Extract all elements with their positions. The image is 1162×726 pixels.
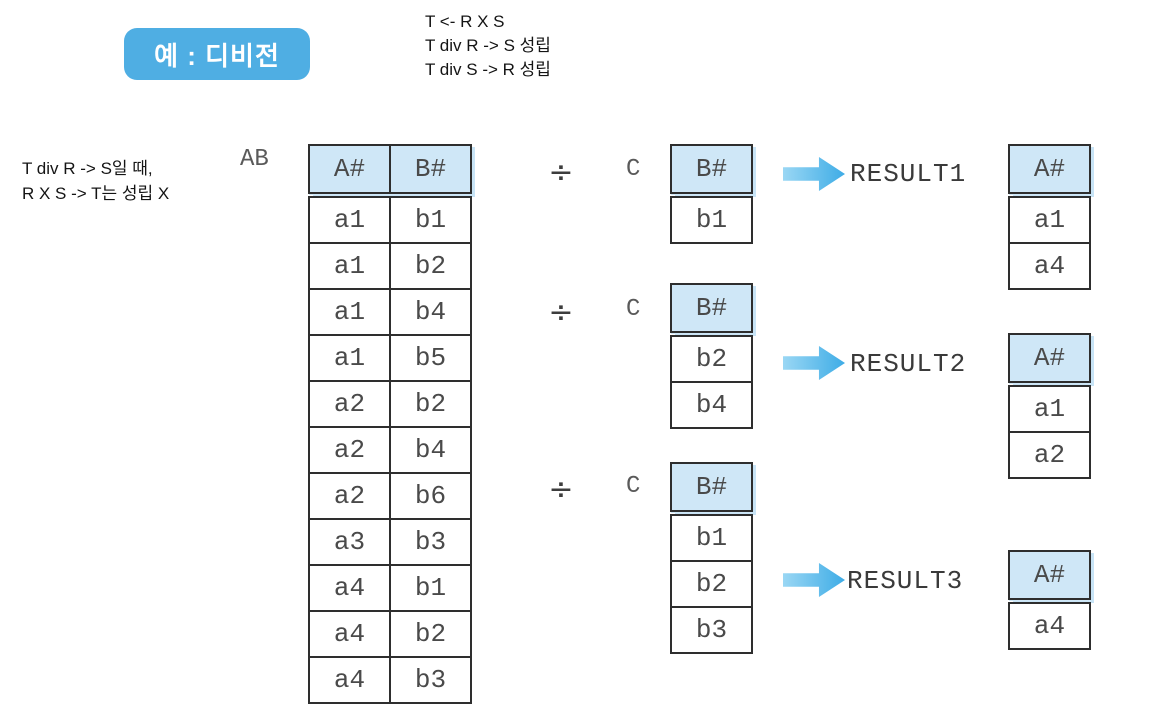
table-cell: a1 — [1008, 194, 1091, 244]
arrow-right-icon — [783, 346, 845, 380]
column-header-b: B# — [670, 462, 753, 516]
table-cell: a1 — [308, 288, 391, 336]
table-cell: a2 — [308, 380, 391, 428]
table-row: a4 — [1008, 242, 1091, 290]
table-cell: a4 — [308, 610, 391, 658]
table-cell: b5 — [389, 334, 472, 382]
result-label-3: RESULT3 — [847, 566, 964, 596]
table-cell: b2 — [670, 333, 753, 383]
table-header-row: A# — [1008, 550, 1091, 604]
note-line-1: T div R -> S일 때, — [22, 159, 153, 178]
table-header-row: B# — [670, 283, 753, 337]
table-cell: a4 — [1008, 600, 1091, 650]
table-cell: a1 — [308, 334, 391, 382]
table-cell: a4 — [308, 564, 391, 612]
table-cell: b3 — [389, 656, 472, 704]
table-cell: b2 — [670, 560, 753, 608]
table-cell: b3 — [389, 518, 472, 566]
divide-operator-3: ÷ — [548, 472, 574, 507]
table-row: a4 — [1008, 600, 1091, 650]
formula-line-2: T div R -> S 성립 — [425, 36, 551, 55]
table-cell: b6 — [389, 472, 472, 520]
relation-label-ab: AB — [240, 146, 269, 173]
column-header-a: A# — [1008, 144, 1091, 198]
arrow-right-icon — [783, 157, 845, 191]
table-cell: b4 — [670, 381, 753, 429]
table-row: a1 — [1008, 383, 1091, 433]
formula-line-3: T div S -> R 성립 — [425, 60, 551, 79]
table-cell: b3 — [670, 606, 753, 654]
result-table-1: A# a1 a4 — [1008, 144, 1091, 290]
column-header-a: A# — [308, 144, 391, 198]
table-header-row: B# — [670, 462, 753, 516]
relation-table-c1: B# b1 — [670, 144, 753, 244]
relation-label-c2: C — [626, 296, 641, 323]
table-cell: a1 — [308, 242, 391, 290]
relation-table-c3: B# b1 b2 b3 — [670, 462, 753, 654]
table-header-row: B# — [670, 144, 753, 198]
table-cell: b4 — [389, 426, 472, 474]
table-cell: b1 — [389, 194, 472, 244]
result-table-2: A# a1 a2 — [1008, 333, 1091, 479]
column-header-a: A# — [1008, 333, 1091, 387]
note-line-2: R X S -> T는 성립 X — [22, 184, 170, 203]
table-row: a1 — [1008, 194, 1091, 244]
table-header-row: A# — [1008, 144, 1091, 198]
divide-operator-2: ÷ — [548, 295, 574, 330]
table-cell: a2 — [308, 426, 391, 474]
table-cell: a4 — [1008, 242, 1091, 290]
table-row: a2 — [1008, 431, 1091, 479]
table-cell: a1 — [1008, 383, 1091, 433]
relation-label-c3: C — [626, 473, 641, 500]
column-header-a: A# — [1008, 550, 1091, 604]
relation-table-c2: B# b2 b4 — [670, 283, 753, 429]
table-cell: a4 — [308, 656, 391, 704]
table-cell: b2 — [389, 610, 472, 658]
table-cell: b2 — [389, 242, 472, 290]
column-header-b: B# — [670, 283, 753, 337]
table-row: b1 — [670, 194, 753, 244]
table-row: b2 — [670, 333, 753, 383]
table-cell: b1 — [389, 564, 472, 612]
divide-operator-1: ÷ — [548, 155, 574, 190]
result-label-1: RESULT1 — [850, 159, 967, 189]
table-cell: a2 — [1008, 431, 1091, 479]
arrow-right-icon — [783, 563, 845, 597]
result-table-3: A# a4 — [1008, 550, 1091, 650]
table-row: b3 — [670, 606, 753, 654]
column-header-b: B# — [670, 144, 753, 198]
table-header-row: A# — [1008, 333, 1091, 387]
table-header-row: A# B# — [308, 144, 472, 198]
table-cell: a2 — [308, 472, 391, 520]
table-row: b2 — [670, 560, 753, 608]
table-cell: b1 — [670, 512, 753, 562]
column-header-b: B# — [389, 144, 472, 198]
formula-line-1: T <- R X S — [425, 12, 505, 31]
table-cell: b1 — [670, 194, 753, 244]
table-cell: b2 — [389, 380, 472, 428]
example-badge: 예 : 디비전 — [124, 28, 310, 80]
relation-label-c1: C — [626, 156, 641, 183]
table-row: b1 — [670, 512, 753, 562]
table-cell: a3 — [308, 518, 391, 566]
result-label-2: RESULT2 — [850, 349, 967, 379]
table-cell: b4 — [389, 288, 472, 336]
note-block: T div R -> S일 때, R X S -> T는 성립 X — [22, 156, 169, 206]
table-row: b4 — [670, 381, 753, 429]
table-cell: a1 — [308, 194, 391, 244]
example-badge-label: 예 : 디비전 — [154, 40, 280, 71]
formula-block: T <- R X S T div R -> S 성립 T div S -> R … — [425, 10, 551, 82]
